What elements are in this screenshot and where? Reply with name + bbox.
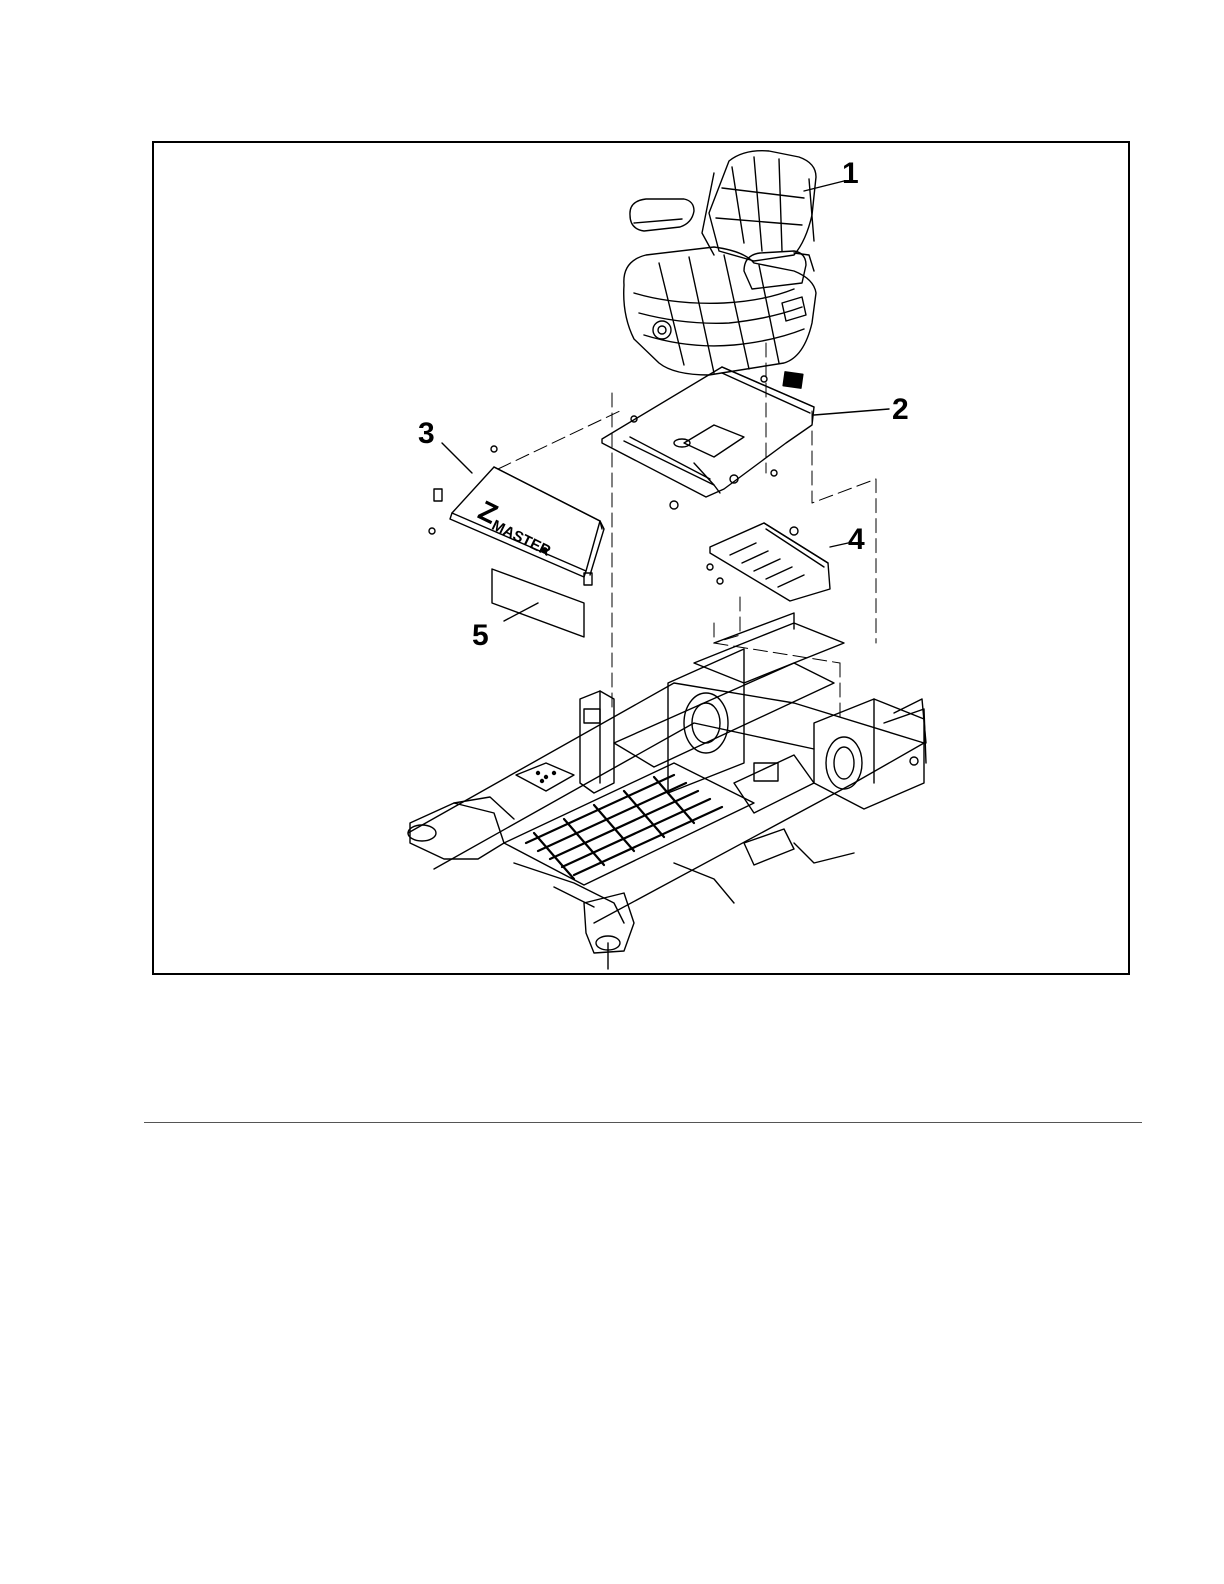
explode-lines <box>492 343 876 723</box>
cover-logo-word: MASTER <box>489 517 554 560</box>
callout-3: 3 <box>418 417 435 450</box>
bracket-plate-drawing <box>707 523 830 601</box>
callout-1: 1 <box>842 157 859 190</box>
callout-2: 2 <box>892 393 909 426</box>
page-divider <box>144 1122 1142 1123</box>
seat-mount-plate-drawing <box>602 367 814 509</box>
callout-5: 5 <box>472 619 489 652</box>
exploded-parts-diagram: Z MASTER <box>152 141 1130 975</box>
mower-frame-drawing <box>408 613 926 969</box>
seat-front-cover-drawing: Z MASTER <box>429 446 604 585</box>
seat-drawing <box>624 151 816 375</box>
callout-4: 4 <box>848 523 865 556</box>
